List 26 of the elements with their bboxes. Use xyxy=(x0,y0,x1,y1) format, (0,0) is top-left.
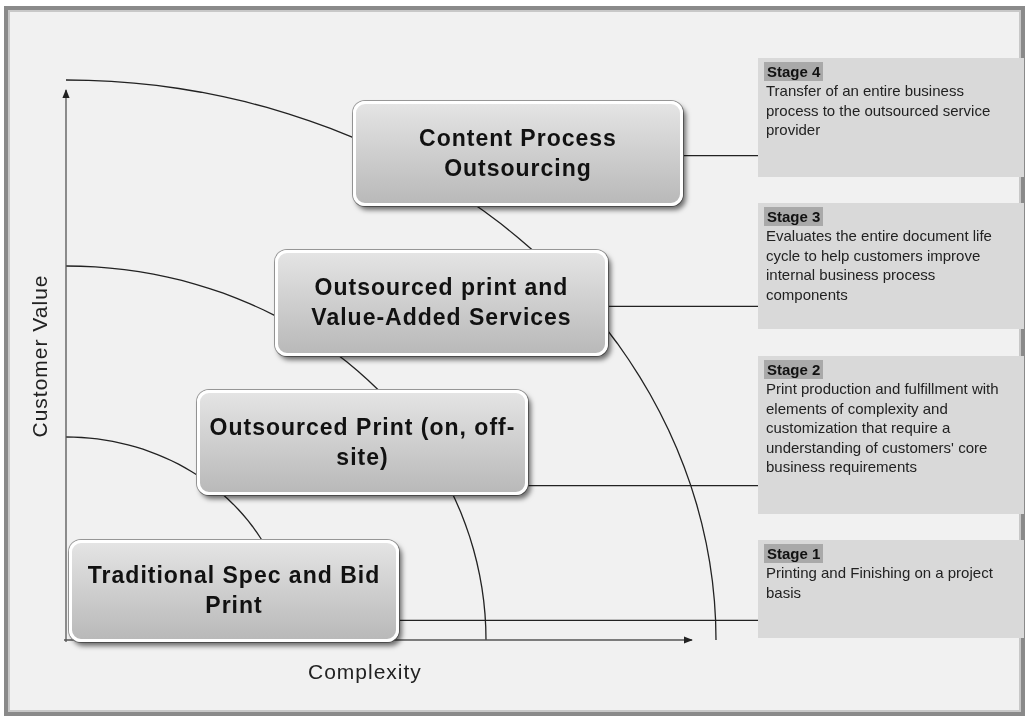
stage-panel xyxy=(758,540,1024,638)
stage-description: Print production and fulfillment with elements of complexity and customization that require a understanding of customers' core business requirements xyxy=(765,379,1000,477)
stage-panel xyxy=(758,203,1024,329)
box-label: Outsourced print and Value-Added Services xyxy=(310,273,573,332)
stage-description: Printing and Finishing on a project basis xyxy=(765,563,994,602)
stage-box xyxy=(353,101,683,206)
stage-box xyxy=(197,390,528,495)
stage-heading: Stage 1 xyxy=(764,544,824,563)
connector-line xyxy=(527,484,759,487)
stage-panel xyxy=(758,58,1024,177)
axis-label: Complexity xyxy=(308,660,422,684)
stage-box xyxy=(275,250,608,356)
stage-panel xyxy=(758,356,1024,514)
stage-heading: Stage 4 xyxy=(764,62,824,81)
stage-heading: Stage 2 xyxy=(764,360,824,379)
connector-line xyxy=(398,619,759,621)
connector-line xyxy=(682,155,759,157)
stage-box xyxy=(69,540,399,642)
stage-description: Evaluates the entire document life cycle to help customers improve internal business process components xyxy=(765,226,993,304)
box-label: Traditional Spec and Bid Print xyxy=(86,561,382,620)
axis-label: Customer Value xyxy=(27,274,52,438)
stage-heading: Stage 3 xyxy=(764,207,824,226)
box-label: Content Process Outsourcing xyxy=(418,123,618,183)
box-label: Outsourced Print (on, off-site) xyxy=(208,412,517,472)
connector-line xyxy=(607,305,759,307)
stage-description: Transfer of an entire business process to the outsourced service provider xyxy=(765,81,992,140)
